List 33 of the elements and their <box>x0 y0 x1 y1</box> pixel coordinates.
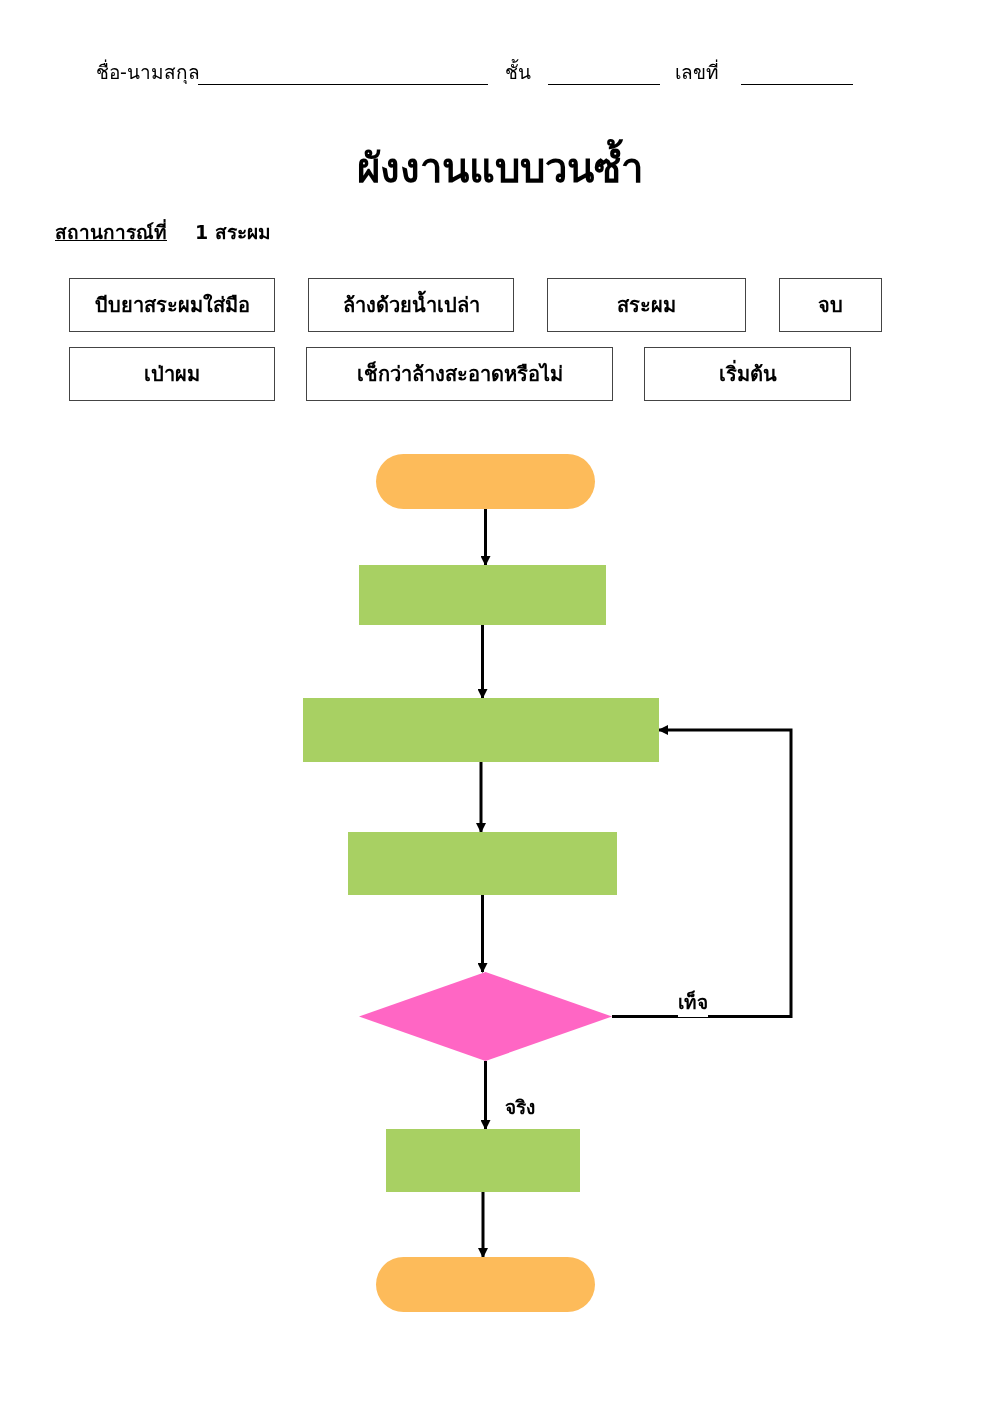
card-text: บีบยาสระผมใส่มือ <box>94 292 250 319</box>
word-card <box>308 278 514 332</box>
arrow <box>477 895 488 973</box>
card-text: ล้างด้วยน้ำเปล่า <box>342 290 480 320</box>
card-text: เช็กว่าล้างสะอาดหรือไม่ <box>356 360 563 388</box>
field-label: ชั้น <box>505 58 531 85</box>
arrow <box>480 509 491 566</box>
word-card <box>547 278 746 332</box>
process-box <box>386 1129 580 1192</box>
arrow <box>476 762 486 833</box>
word-card <box>306 347 613 401</box>
field-label: ชื่อ-นามสกุล <box>96 58 200 86</box>
section-heading: 1 สระผม <box>195 220 271 245</box>
word-card <box>69 278 275 332</box>
card-text: เป่าผม <box>144 361 200 388</box>
section-heading: สถานการณ์ที่ <box>55 218 167 245</box>
word-card <box>69 347 275 401</box>
arrow <box>612 725 793 1018</box>
card-text: จบ <box>818 292 843 319</box>
arrow <box>477 625 488 699</box>
process-box <box>348 832 617 895</box>
word-card <box>779 278 882 332</box>
process-box <box>303 698 659 762</box>
title: ผังงานแบบวนซ้ำ <box>0 138 999 198</box>
process-box <box>359 565 606 625</box>
word-card <box>644 347 851 401</box>
card-text: เริ่มต้น <box>718 359 777 388</box>
arrow <box>480 1061 491 1130</box>
card-text: สระผม <box>617 292 676 319</box>
arrow <box>478 1192 488 1258</box>
field-label: เลขที่ <box>675 58 719 85</box>
decision-diamond <box>359 972 612 1061</box>
edge-label: เท็จ <box>678 988 708 1017</box>
